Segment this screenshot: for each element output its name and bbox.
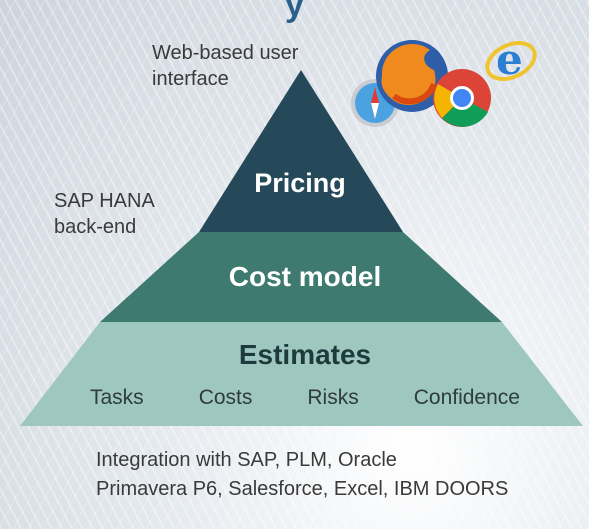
svg-text:e: e bbox=[496, 35, 523, 84]
pyramid-top-tier bbox=[199, 70, 403, 232]
firefox-icon bbox=[376, 40, 448, 112]
estimates-item-risks: Risks bbox=[307, 386, 359, 409]
backend-label: SAP HANA back-end bbox=[54, 188, 155, 240]
backend-label-line1: SAP HANA bbox=[54, 190, 155, 212]
estimates-items: Tasks Costs Risks Confidence bbox=[90, 386, 520, 410]
ui-label: Web-based user interface bbox=[152, 40, 298, 92]
estimates-item-tasks: Tasks bbox=[90, 386, 144, 409]
estimates-item-costs: Costs bbox=[198, 386, 253, 409]
pyramid-bottom-tier bbox=[20, 322, 583, 426]
pricing-tier-label: Pricing bbox=[254, 168, 346, 198]
integration-text: Integration with SAP, PLM, Oracle Primav… bbox=[96, 446, 508, 504]
integration-line1: Integration with SAP, PLM, Oracle bbox=[96, 449, 397, 471]
ui-label-line2: interface bbox=[152, 68, 229, 90]
title-fragment: y bbox=[285, 0, 304, 24]
estimates-tier-label: Estimates bbox=[238, 339, 372, 370]
estimates-item-confidence: Confidence bbox=[413, 386, 520, 409]
internet-explorer-icon: e bbox=[485, 35, 537, 84]
ui-label-line1: Web-based user bbox=[152, 42, 299, 64]
chrome-icon bbox=[433, 69, 491, 127]
pyramid-middle-tier bbox=[100, 232, 502, 322]
cost-model-tier-label: Cost model bbox=[228, 261, 382, 292]
backend-label-line2: back-end bbox=[54, 216, 137, 238]
integration-line2: Primavera P6, Salesforce, Excel, IBM DOO… bbox=[96, 478, 509, 500]
